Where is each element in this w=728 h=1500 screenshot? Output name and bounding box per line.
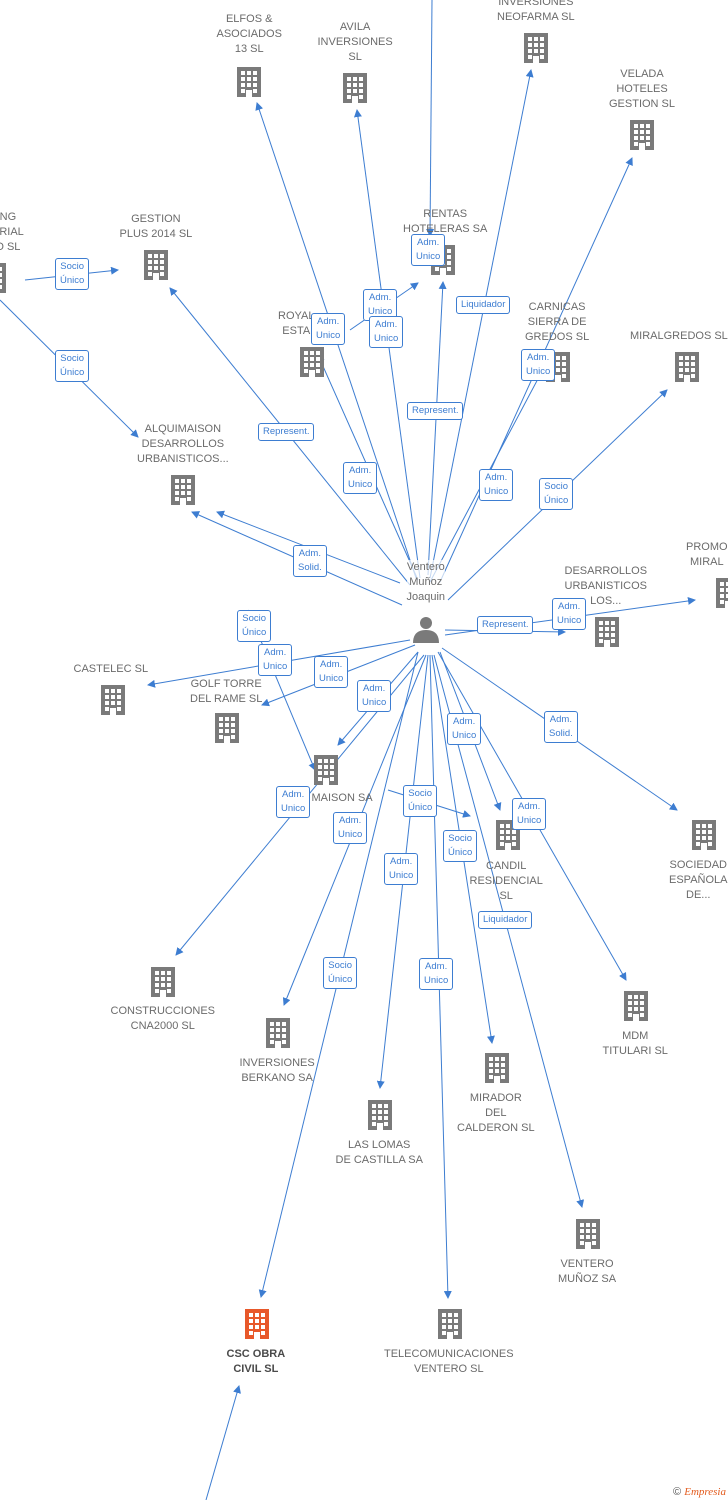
edge-label-e23: Adm.Unico — [276, 786, 311, 818]
building-icon[interactable] — [675, 352, 699, 382]
edge-label-e3: Adm.Unico — [411, 234, 446, 266]
edge-label-e11: Adm.Unico — [343, 462, 378, 494]
edge-label-e6: Adm.Unico — [311, 313, 346, 345]
edge-label-e18: Adm.Unico — [258, 644, 293, 676]
person-icon[interactable] — [413, 617, 439, 643]
edge-label-e29: Liquidador — [478, 911, 533, 929]
building-icon[interactable] — [215, 713, 239, 743]
edge-label-e16: Represent. — [477, 616, 534, 634]
building-icon[interactable] — [144, 250, 168, 280]
relation-edge — [433, 654, 585, 1208]
edge-label-e5: Adm.Unico — [369, 316, 404, 348]
edge-label-e10: Represent. — [407, 402, 464, 420]
edge-label-e12: Adm.Unico — [479, 469, 514, 501]
building-icon[interactable] — [524, 33, 548, 63]
edge-label-e15: Adm.Unico — [552, 598, 587, 630]
edge-label-e9: Represent. — [258, 423, 315, 441]
building-icon[interactable] — [624, 991, 648, 1021]
building-icon[interactable] — [300, 347, 324, 377]
edge-label-e14: Adm.Solid. — [293, 545, 327, 577]
building-icon[interactable] — [171, 475, 195, 505]
node-label-maison[interactable]: MAISON SA — [311, 792, 373, 804]
edge-label-e31: Adm.Unico — [419, 958, 454, 990]
edge-label-e28: Adm.Unico — [384, 853, 419, 885]
building-icon[interactable] — [237, 67, 261, 97]
building-icon[interactable] — [368, 1100, 392, 1130]
building-icon[interactable] — [266, 1018, 290, 1048]
node-label-leftcut[interactable]: NGARIALO SL — [0, 211, 24, 253]
edge-label-e27: Adm.Unico — [333, 812, 368, 844]
relation-edge — [429, 69, 534, 579]
relation-edge — [205, 1385, 241, 1500]
empresia-logo: Empresia — [684, 1486, 726, 1498]
building-icon[interactable] — [151, 967, 175, 997]
building-icon[interactable] — [595, 617, 619, 647]
building-icon[interactable] — [314, 755, 338, 785]
edge-label-e25: Adm.Unico — [512, 798, 547, 830]
edge-label-e21: Adm.Unico — [447, 713, 482, 745]
building-icon[interactable] — [692, 820, 716, 850]
building-icon[interactable] — [0, 263, 6, 293]
node-label-castelec[interactable]: CASTELEC SL — [73, 663, 149, 675]
building-icon[interactable] — [101, 685, 125, 715]
edge-label-e22: Adm.Solid. — [544, 711, 578, 743]
copyright-notice: © Empresia — [673, 1486, 726, 1498]
building-icon[interactable] — [438, 1309, 462, 1339]
edge-label-e19: Adm.Unico — [314, 656, 349, 688]
building-icon[interactable] — [485, 1053, 509, 1083]
building-icon[interactable] — [716, 578, 728, 608]
edge-label-e8: Adm.Unico — [521, 349, 556, 381]
building-icon[interactable] — [576, 1219, 600, 1249]
edge-label-e20: Adm.Unico — [357, 680, 392, 712]
relation-edge — [427, 281, 447, 576]
relation-edge — [426, 0, 435, 237]
node-label-miralgredos[interactable]: MIRALGREDOS SL — [630, 330, 728, 342]
edge-label-e7: Liquidador — [456, 296, 511, 314]
building-icon[interactable] — [343, 73, 367, 103]
edge-label-e4: Adm.Unico — [363, 289, 398, 321]
building-icon[interactable] — [630, 120, 654, 150]
building-icon-highlighted[interactable] — [245, 1309, 269, 1339]
